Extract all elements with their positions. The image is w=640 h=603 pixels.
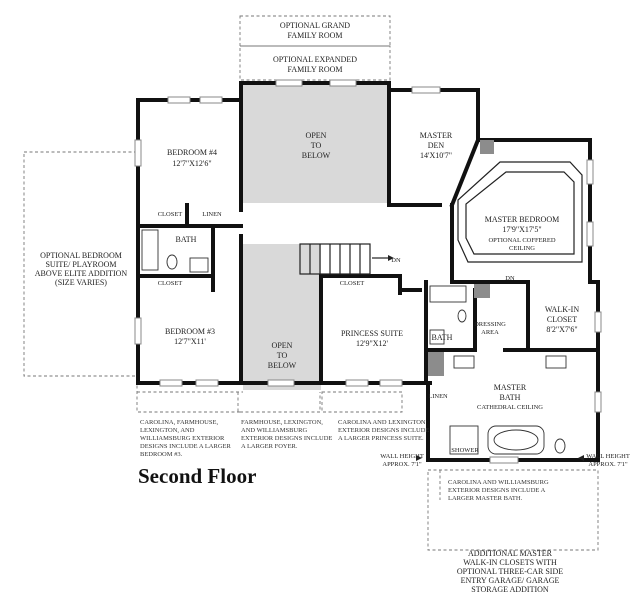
bedroom3-name: BEDROOM #3 bbox=[165, 327, 215, 336]
master-den-size: 14'X10'7" bbox=[420, 151, 452, 160]
bedroom3-note-line2: LEXINGTON, AND bbox=[140, 427, 195, 434]
master-bedroom-name: MASTER BEDROOM bbox=[485, 215, 559, 224]
master-bath-line1: MASTER bbox=[494, 383, 527, 392]
bedroom4-size: 12'7"X12'6" bbox=[172, 159, 211, 168]
stair-down-label: DN bbox=[391, 257, 401, 264]
additional-closets-line5: STORAGE ADDITION bbox=[471, 585, 549, 594]
staircase bbox=[299, 243, 394, 275]
bedroom3-closet: CLOSET bbox=[158, 280, 183, 287]
coffered-ceiling-outline bbox=[457, 161, 583, 263]
optional-bedroom-suite-line3: ABOVE ELITE ADDITION bbox=[35, 269, 128, 278]
wall-height-right-line2: APPROX. 7'1" bbox=[588, 461, 628, 468]
shower-label: SHOWER bbox=[451, 447, 479, 454]
bedroom3-note-line5: BEDROOM #3. bbox=[140, 451, 183, 458]
princess-note-line2: EXTERIOR DESIGNS INCLUDE bbox=[338, 427, 429, 434]
master-den-line2: DEN bbox=[428, 141, 445, 150]
master-bath-note-line1: CAROLINA AND WILLIAMSBURG bbox=[448, 479, 549, 486]
additional-closets-line1: ADDITIONAL MASTER bbox=[468, 549, 553, 558]
additional-closets-line2: WALK-IN CLOSETS WITH bbox=[463, 558, 557, 567]
bedroom4-closet: CLOSET bbox=[158, 211, 183, 218]
foyer-note-line2: AND WILLIAMSBURG bbox=[241, 427, 307, 434]
open-to-below-bottom-line2: TO bbox=[277, 351, 288, 360]
bedroom3-note-line1: CAROLINA, FARMHOUSE, bbox=[140, 419, 218, 426]
master-down-label: DN bbox=[505, 275, 515, 282]
bath-left-label: BATH bbox=[176, 235, 197, 244]
open-to-below-bottom-line3: BELOW bbox=[268, 361, 297, 370]
foyer-note-line1: FARMHOUSE, LEXINGTON, bbox=[241, 419, 323, 426]
princess-note-line1: CAROLINA AND LEXINGTON bbox=[338, 419, 426, 426]
walk-in-closet-line2: CLOSET bbox=[547, 315, 577, 324]
wall-height-left-marker: WALL HEIGHT APPROX. 7'1" bbox=[380, 453, 424, 468]
bedroom3-note-line3: WILLIAMSBURG EXTERIOR bbox=[140, 435, 225, 442]
bedroom3-size: 12'7"X11' bbox=[174, 337, 206, 346]
wall-height-right-marker: WALL HEIGHT APPROX. 7'1" bbox=[578, 453, 630, 468]
optional-bedroom-suite-line4: (SIZE VARIES) bbox=[55, 278, 107, 287]
windows bbox=[134, 79, 602, 464]
open-to-below-top-area bbox=[243, 84, 389, 203]
master-bedroom-note-line1: OPTIONAL COFFERED bbox=[488, 237, 555, 244]
dressing-area-line2: AREA bbox=[481, 329, 499, 336]
optional-expanded-family-room-line2: FAMILY ROOM bbox=[288, 65, 343, 74]
optional-expanded-family-room-line1: OPTIONAL EXPANDED bbox=[273, 55, 357, 64]
foyer-note-line3: EXTERIOR DESIGNS INCLUDE bbox=[241, 435, 332, 442]
additional-closets-line3: OPTIONAL THREE-CAR SIDE bbox=[457, 567, 563, 576]
dressing-area-line1: DRESSING bbox=[474, 321, 506, 328]
master-bedroom-note-line2: CEILING bbox=[509, 245, 535, 252]
bedroom3-note-line4: DESIGNS INCLUDE A LARGER bbox=[140, 443, 231, 450]
princess-note-line3: A LARGER PRINCESS SUITE. bbox=[338, 435, 424, 442]
optional-grand-family-room-line1: OPTIONAL GRAND bbox=[280, 21, 350, 30]
master-bedroom-size: 17'9"X17'5" bbox=[502, 225, 541, 234]
optional-bedroom-suite-line1: OPTIONAL BEDROOM bbox=[40, 251, 122, 260]
walls bbox=[136, 81, 600, 462]
master-bath-note: CATHEDRAL CEILING bbox=[477, 404, 543, 411]
wall-height-right-line1: WALL HEIGHT bbox=[586, 453, 630, 460]
optional-grand-family-room-line2: FAMILY ROOM bbox=[288, 31, 343, 40]
wall-height-left-line2: APPROX. 7'1" bbox=[382, 461, 422, 468]
bedroom4-name: BEDROOM #4 bbox=[167, 148, 217, 157]
foyer-note-line4: A LARGER FOYER. bbox=[241, 443, 298, 450]
wall-height-left-line1: WALL HEIGHT bbox=[380, 453, 424, 460]
walk-in-closet-line1: WALK-IN bbox=[545, 305, 579, 314]
floor-title: Second Floor bbox=[138, 464, 256, 488]
optional-bedroom-suite-line2: SUITE/ PLAYROOM bbox=[45, 260, 116, 269]
master-bath-note-line3: LARGER MASTER BATH. bbox=[448, 495, 523, 502]
princess-closet: CLOSET bbox=[340, 280, 365, 287]
additional-closets-line4: ENTRY GARAGE/ GARAGE bbox=[461, 576, 560, 585]
open-to-below-bottom-area bbox=[243, 244, 321, 390]
linen-bottom: LINEN bbox=[428, 393, 448, 400]
plumbing-fixtures bbox=[141, 140, 567, 455]
open-to-below-top-line3: BELOW bbox=[302, 151, 331, 160]
master-bath-line2: BATH bbox=[500, 393, 521, 402]
open-to-below-top-line2: TO bbox=[311, 141, 322, 150]
open-to-below-top-line1: OPEN bbox=[306, 131, 327, 140]
linen-top: LINEN bbox=[202, 211, 222, 218]
walk-in-closet-size: 8'2"X7'6" bbox=[546, 325, 577, 334]
bath-right-label: BATH bbox=[432, 333, 453, 342]
master-bath-note-line2: EXTERIOR DESIGNS INCLUDE A bbox=[448, 487, 546, 494]
princess-suite-name: PRINCESS SUITE bbox=[341, 329, 403, 338]
master-den-line1: MASTER bbox=[420, 131, 453, 140]
open-to-below-bottom-line1: OPEN bbox=[272, 341, 293, 350]
princess-suite-size: 12'9"X12' bbox=[356, 339, 388, 348]
